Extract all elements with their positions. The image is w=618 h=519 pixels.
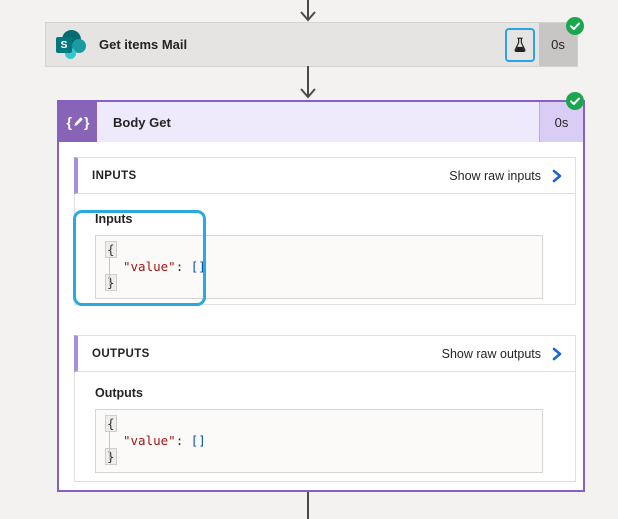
json-open-brace: { [105, 415, 117, 432]
connector-arrow-middle [300, 66, 316, 99]
connector-arrow-top [300, 0, 316, 22]
action-run-details: INPUTS Show raw inputs Inputs { "value":… [59, 142, 583, 482]
action-header-bar: Body Get [97, 102, 539, 142]
json-key: "value" [123, 258, 176, 274]
json-value: [] [190, 432, 206, 448]
show-raw-inputs-link[interactable]: Show raw inputs [449, 169, 563, 183]
chevron-right-icon [552, 169, 562, 182]
connector-line-bottom [307, 492, 309, 519]
json-colon: : [175, 258, 184, 274]
outputs-section-header: OUTPUTS Show raw outputs [74, 335, 576, 372]
test-flask-button[interactable] [505, 27, 535, 62]
inputs-panel: Inputs { "value": [] } [73, 194, 576, 306]
chevron-right-icon [552, 347, 562, 360]
show-raw-outputs-link[interactable]: Show raw outputs [442, 347, 563, 361]
json-value: [] [190, 258, 206, 274]
fold-guide [109, 258, 110, 286]
action-header[interactable]: { } Body Get 0s [59, 102, 583, 142]
spacer [187, 23, 505, 66]
action-title: Get items Mail [99, 37, 188, 52]
pencil-icon [74, 117, 83, 126]
outputs-json-viewer[interactable]: { "value": [] } [95, 409, 543, 473]
success-check-icon [566, 17, 584, 35]
fold-guide [109, 432, 110, 460]
inputs-section-title: INPUTS [92, 169, 137, 182]
action-card-get-items-mail[interactable]: S Get items Mail 0s [45, 17, 584, 67]
icon-open-brace: { [66, 114, 72, 130]
json-colon: : [175, 432, 184, 448]
outputs-panel-label: Outputs [95, 386, 143, 400]
icon-close-brace: } [84, 114, 90, 130]
data-operation-icon: { } [59, 102, 97, 142]
inputs-panel-label: Inputs [95, 212, 133, 226]
success-check-icon [566, 92, 584, 110]
sharepoint-letter: S [56, 36, 72, 53]
show-raw-outputs-label: Show raw outputs [441, 346, 541, 361]
outputs-panel: Outputs { "value": [] } [74, 372, 576, 482]
inputs-section-header: INPUTS Show raw inputs [74, 157, 576, 194]
outputs-section-title: OUTPUTS [92, 347, 150, 360]
action-card-body-get: { } Body Get 0s INPUTS Show raw inputs [57, 92, 585, 492]
inputs-json-viewer[interactable]: { "value": [] } [95, 235, 543, 299]
flask-icon [514, 37, 526, 52]
json-key: "value" [123, 432, 176, 448]
json-close-brace: } [105, 448, 117, 465]
sharepoint-connector-icon: S [56, 29, 86, 60]
action-title: Body Get [113, 114, 171, 130]
json-open-brace: { [105, 241, 117, 258]
show-raw-inputs-label: Show raw inputs [449, 168, 541, 183]
json-close-brace: } [105, 274, 117, 291]
section-gap [74, 305, 576, 335]
